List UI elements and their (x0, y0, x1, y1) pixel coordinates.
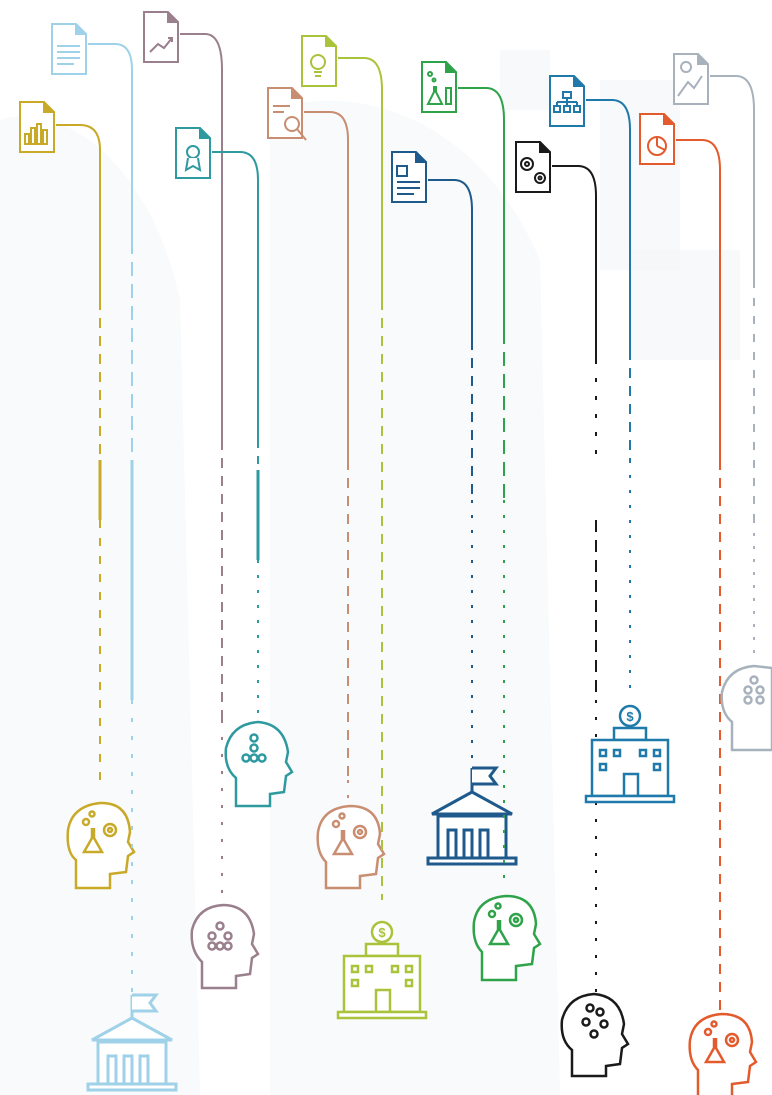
track-report-document (391, 151, 518, 866)
track-search-document (267, 87, 386, 890)
head-lab-gear-icon (316, 804, 386, 890)
search-document-icon (267, 87, 307, 141)
lab-document-icon (421, 61, 457, 113)
bar-chart-document-icon (19, 101, 55, 153)
gears-document-icon (515, 141, 551, 193)
head-network-icon (560, 992, 630, 1078)
map-document-icon (673, 53, 709, 105)
track-text-document (51, 23, 178, 1092)
university-building-icon (426, 766, 518, 866)
report-document-icon (391, 151, 427, 203)
org-chart-document-icon (549, 75, 585, 127)
head-lab-gear-icon (472, 894, 542, 982)
track-bar-chart (19, 101, 136, 890)
head-network-icon (224, 720, 294, 808)
university-building-icon (86, 993, 178, 1092)
head-network-icon (190, 903, 260, 990)
growth-chart-document-icon (143, 11, 179, 63)
head-lab-gear-icon (66, 801, 136, 890)
track-pie-chart-document (639, 113, 758, 1095)
track-gears-document (515, 141, 630, 1078)
idea-document-icon (301, 35, 337, 87)
track-lab-document (421, 61, 542, 982)
bank-building-icon: $ (584, 704, 676, 804)
svg-text:$: $ (626, 709, 634, 724)
pie-chart-document-icon (639, 113, 675, 165)
head-lab-gear-icon (688, 1012, 758, 1095)
text-document-icon (51, 23, 87, 75)
track-certificate (175, 127, 294, 808)
head-network-icon (720, 664, 772, 752)
bank-building-icon: $ (336, 920, 428, 1020)
track-idea-document: $ (301, 35, 428, 1020)
certificate-document-icon (175, 127, 211, 179)
track-growth-chart (143, 11, 260, 990)
svg-text:$: $ (378, 925, 386, 940)
track-org-chart-document: $ (549, 75, 676, 804)
track-map-document (673, 53, 772, 752)
